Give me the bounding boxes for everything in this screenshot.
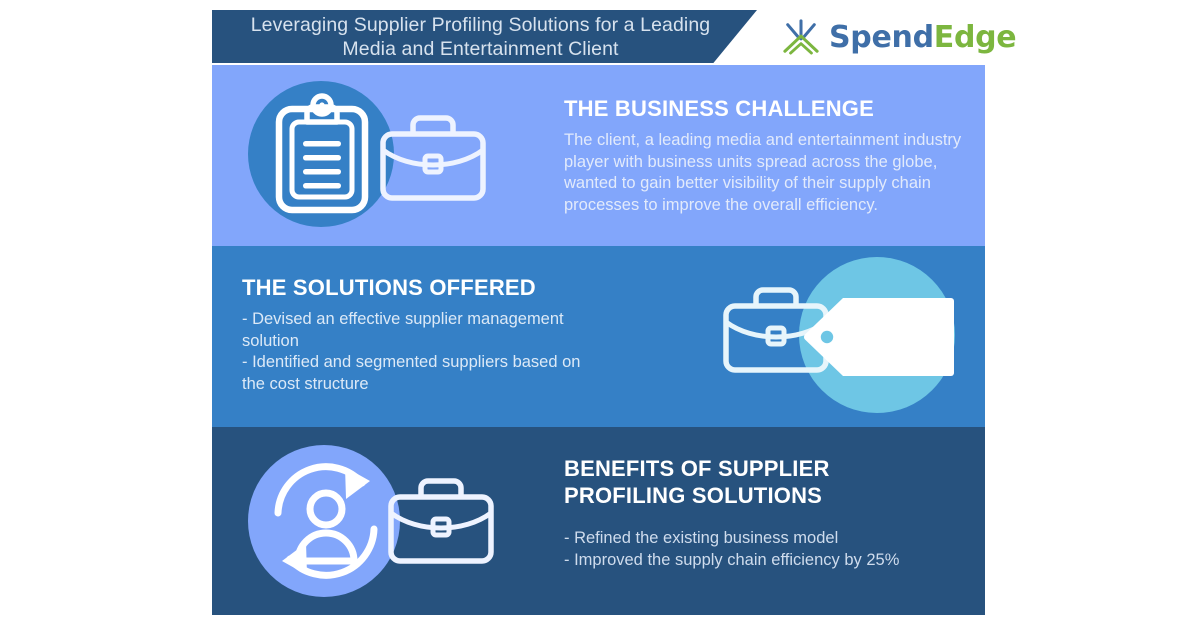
brand-logo-text: SpendEdge (829, 19, 1017, 55)
header-banner: Leveraging Supplier Profiling Solutions … (212, 10, 757, 63)
spendedge-tripod-logo-icon (782, 19, 820, 55)
solutions-icon-group (707, 249, 982, 424)
benefits-icon-circle (248, 445, 400, 597)
brand-logo: SpendEdge (782, 18, 1017, 56)
benefits-heading: BENEFITS OF SUPPLIER PROFILING SOLUTIONS (564, 456, 830, 508)
benefits-icon-group (238, 437, 533, 609)
solutions-text-block: THE SOLUTIONS OFFERED - Devised an effec… (242, 274, 602, 395)
benefits-text-block: BENEFITS OF SUPPLIER PROFILING SOLUTIONS… (564, 455, 954, 571)
panel-solutions-offered: THE SOLUTIONS OFFERED - Devised an effec… (212, 246, 985, 427)
panel-benefits: BENEFITS OF SUPPLIER PROFILING SOLUTIONS… (212, 427, 985, 615)
price-tag-icon (803, 298, 954, 376)
logo-text-spend: Spend (829, 19, 934, 55)
clipboard-icon (275, 93, 369, 214)
benefits-body: - Refined the existing business model - … (564, 529, 900, 569)
briefcase-icon (380, 115, 486, 201)
page-title: Leveraging Supplier Profiling Solutions … (250, 13, 711, 60)
challenge-body: The client, a leading media and entertai… (564, 131, 962, 214)
challenge-text-block: THE BUSINESS CHALLENGE The client, a lea… (564, 95, 964, 216)
panel-business-challenge: THE BUSINESS CHALLENGE The client, a lea… (212, 65, 985, 246)
solutions-heading: THE SOLUTIONS OFFERED (242, 275, 536, 300)
user-refresh-icon (274, 463, 378, 579)
challenge-heading: THE BUSINESS CHALLENGE (564, 96, 874, 121)
challenge-icon-group (238, 73, 528, 243)
briefcase-icon (388, 478, 494, 564)
logo-text-edge: Edge (933, 19, 1017, 55)
solutions-body: - Devised an effective supplier manageme… (242, 310, 581, 393)
